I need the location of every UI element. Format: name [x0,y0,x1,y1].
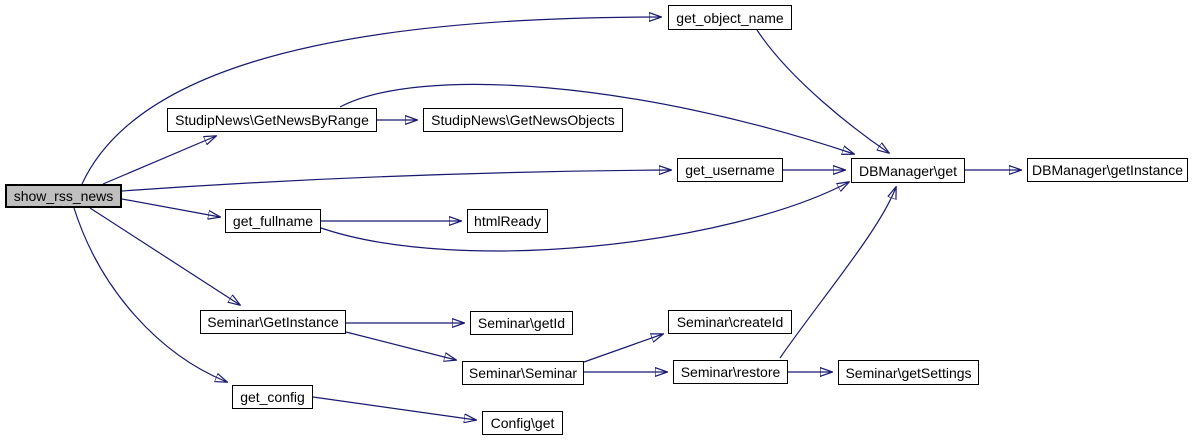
node-get-fullname[interactable]: get_fullname [225,209,321,233]
node-seminar-getid[interactable]: Seminar\getId [470,311,573,335]
edge-show-rss-news-to-get-username [121,170,671,192]
node-seminar-createid[interactable]: Seminar\createId [668,310,792,334]
node-show-rss-news[interactable]: show_rss_news [5,184,122,208]
node-studipnews-getnewsobjects[interactable]: StudipNews\GetNewsObjects [423,108,623,132]
edge-seminar-seminar-to-seminar-createid [583,334,663,363]
edge-show-rss-news-to-getnewsbyrange [102,136,216,185]
node-get-object-name[interactable]: get_object_name [668,5,792,30]
node-dbmanager-get[interactable]: DBManager\get [851,158,965,183]
edge-show-rss-news-to-seminar-getinstance [89,207,240,305]
edge-show-rss-news-to-get-config [73,207,227,382]
node-seminar-restore[interactable]: Seminar\restore [673,360,788,384]
edge-show-rss-news-to-get-object-name [81,17,661,185]
edge-get-config-to-config-get [312,396,476,420]
edge-show-rss-news-to-get-fullname [121,198,220,217]
node-seminar-getsettings[interactable]: Seminar\getSettings [838,360,979,385]
edge-seminar-getinstance-to-seminar-seminar [345,331,456,360]
node-seminar-seminar[interactable]: Seminar\Seminar [462,361,584,385]
edge-get-fullname-to-dbmanager-get [320,182,849,252]
edge-seminar-restore-to-dbmanager-get [779,187,896,359]
node-seminar-getinstance[interactable]: Seminar\GetInstance [200,310,346,334]
node-studipnews-getnewsbyrange[interactable]: StudipNews\GetNewsByRange [167,108,377,132]
node-config-get[interactable]: Config\get [482,411,563,435]
node-get-config[interactable]: get_config [232,385,313,409]
edge-getnewsbyrange-to-dbmanager-get [339,83,854,154]
node-dbmanager-getinstance[interactable]: DBManager\getInstance [1027,158,1188,182]
node-htmlready[interactable]: htmlReady [467,209,548,233]
node-get-username[interactable]: get_username [677,158,783,182]
edge-get-object-name-to-dbmanager-get [756,29,889,153]
